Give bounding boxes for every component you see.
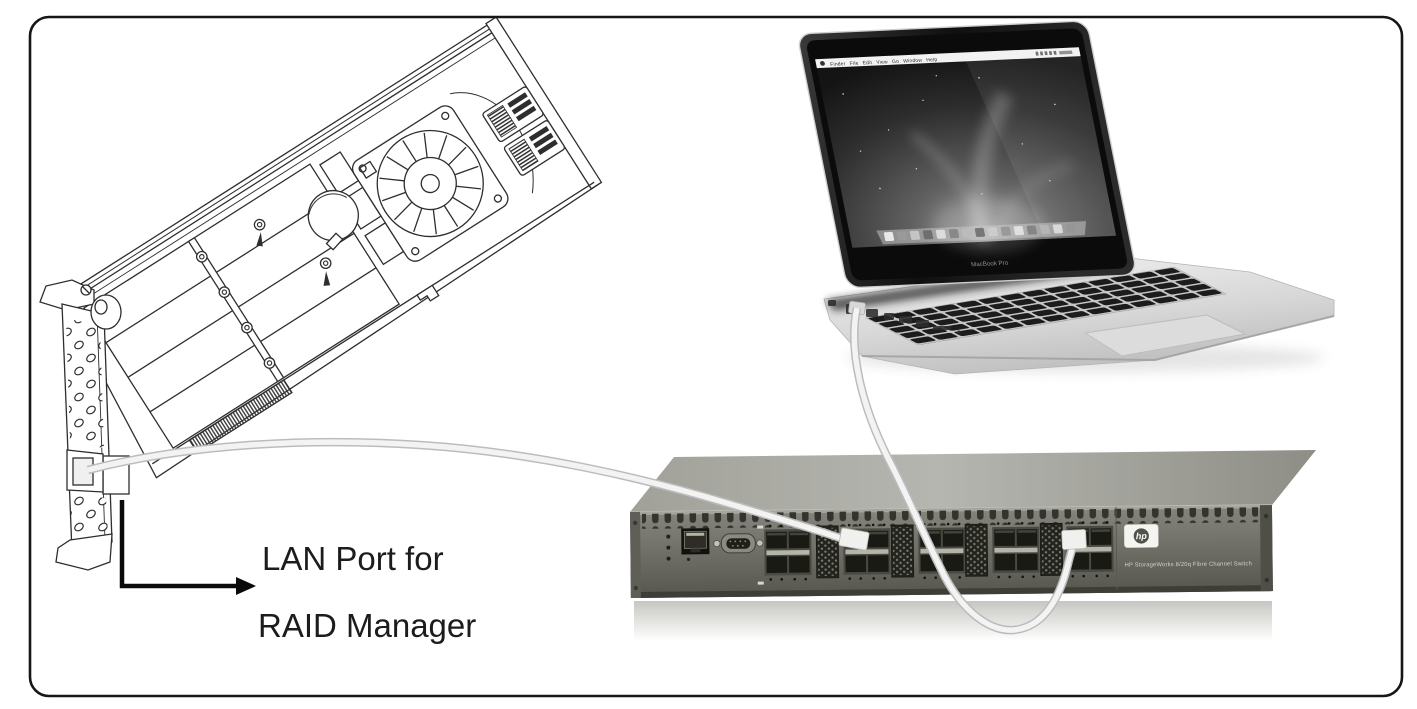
raid-card-board (61, 16, 603, 479)
wallpaper-stars (842, 75, 1056, 195)
dock (876, 221, 1087, 245)
status-led (666, 556, 671, 561)
sfp-port-group-1 (764, 524, 812, 581)
menu-bar-status-icons (1035, 50, 1073, 56)
annotation-arrowhead (236, 577, 256, 595)
magsafe-port (828, 300, 836, 306)
bracket-vent-holes (70, 494, 108, 534)
annotation: LAN Port for RAID Manager (119, 500, 476, 644)
hp-logo-text: hp (1136, 531, 1148, 541)
cable-connector (1061, 529, 1087, 550)
coin-battery (307, 189, 359, 286)
thunderbolt-port (884, 313, 894, 320)
laptop: Finder File Edit View Go Window Help (798, 20, 1335, 375)
firewire-port (866, 309, 878, 317)
cable-laptop-to-switch (848, 300, 1087, 635)
laptop-screen: Finder File Edit View Go Window Help (815, 47, 1117, 269)
hex-vent-panel (964, 523, 989, 577)
hp-logo: hp (1123, 524, 1159, 548)
cable-raid-to-switch (86, 437, 870, 551)
laptop-brand-label: MacBook Pro (970, 260, 1009, 269)
apple-logo-icon (820, 60, 825, 66)
switch-serial-port (713, 533, 764, 554)
annotation-line2: RAID Manager (258, 607, 476, 644)
laptop-lid: Finder File Edit View Go Window Help (798, 20, 1136, 289)
cable-connector (838, 527, 870, 551)
power-connectors (482, 86, 566, 176)
laptop-trackpad (1084, 314, 1246, 357)
hex-vent-panel (890, 524, 915, 578)
usb-port (916, 320, 929, 327)
sd-card-slot (933, 326, 951, 330)
sfp-port-group-4 (992, 521, 1040, 579)
switch-management-section (666, 525, 764, 585)
switch-top-face (630, 450, 1316, 512)
menu-bar-items: Finder File Edit View Go Window Help (830, 57, 938, 68)
status-led (666, 534, 671, 539)
bracket-vent-holes (66, 318, 104, 448)
raid-adapter-card (39, 16, 603, 571)
hex-vent-panel (1039, 522, 1064, 577)
menu-bar: Finder File Edit View Go Window Help (815, 47, 1081, 69)
usb-port (899, 316, 912, 323)
annotation-line1: LAN Port for (262, 540, 444, 577)
laptop-keyboard (865, 266, 1227, 346)
bracket-foot (55, 533, 113, 571)
dock-icons (883, 223, 1076, 242)
audio-jack (957, 330, 961, 334)
switch-right-cap (1259, 505, 1273, 592)
cables (86, 300, 1087, 635)
screen-glare (961, 47, 1117, 239)
switch-model-label: HP StorageWorks 8/20q Fibre Channel Swit… (1125, 561, 1252, 568)
raid-card-lan-port (66, 449, 130, 495)
frame-border (28, 15, 1404, 698)
switch-left-cap (629, 511, 641, 598)
status-led (666, 545, 671, 550)
mounting-bracket (39, 279, 130, 571)
cooling-fan (351, 105, 509, 262)
switch-reflection (634, 601, 1272, 641)
annotation-arrow (119, 500, 236, 589)
